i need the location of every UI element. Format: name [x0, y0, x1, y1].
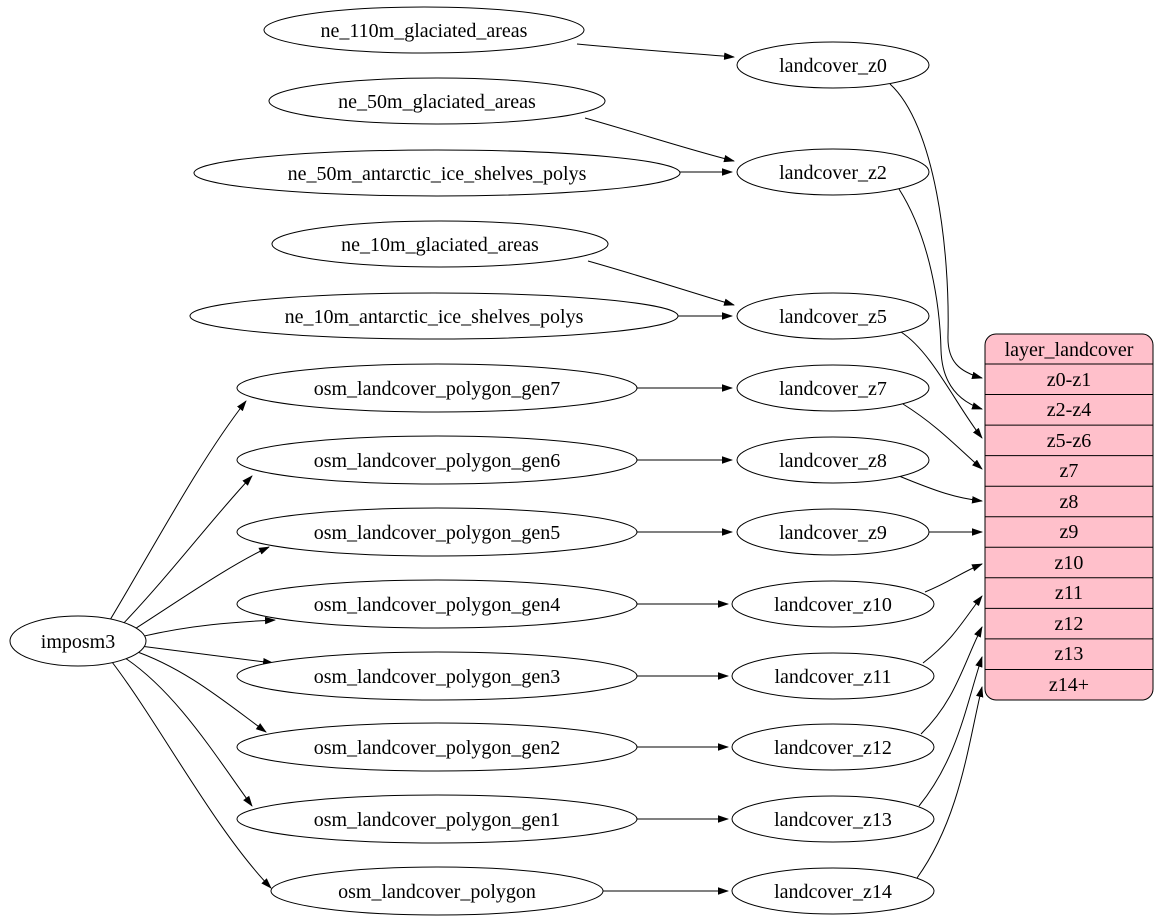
edge-z11-row: [922, 595, 983, 664]
node-ne-10m-antarctic-ice-shelves-polys-label: ne_10m_antarctic_ice_shelves_polys: [285, 306, 584, 328]
node-ne-110m-glaciated-areas-label: ne_110m_glaciated_areas: [321, 20, 528, 42]
record-row-z11: z11: [1055, 582, 1083, 604]
node-osm-landcover-polygon-gen5-label: osm_landcover_polygon_gen5: [314, 522, 561, 544]
node-landcover-z5-label: landcover_z5: [779, 306, 887, 328]
node-landcover-z11-label: landcover_z11: [775, 666, 892, 688]
edge-z10-row: [924, 563, 983, 593]
node-landcover-z0: landcover_z0: [736, 41, 930, 89]
node-osm-landcover-polygon-gen6-label: osm_landcover_polygon_gen6: [314, 450, 561, 472]
node-landcover-z0-label: landcover_z0: [779, 55, 887, 77]
node-osm-landcover-polygon-gen6: osm_landcover_polygon_gen6: [236, 435, 638, 485]
node-osm-landcover-polygon-gen5: osm_landcover_polygon_gen5: [236, 507, 638, 557]
node-ne-50m-glaciated-areas: ne_50m_glaciated_areas: [268, 77, 606, 125]
node-landcover-z14-label: landcover_z14: [774, 881, 892, 903]
record-row-z8: z8: [1060, 491, 1079, 513]
record-row-z7: z7: [1060, 460, 1079, 482]
edge-z2-row: [898, 188, 983, 410]
edge-imposm3-gen1: [121, 655, 253, 807]
node-landcover-z10-label: landcover_z10: [774, 594, 892, 616]
node-landcover-z12: landcover_z12: [731, 723, 935, 771]
edge-z0-row: [889, 83, 983, 379]
node-landcover-z10: landcover_z10: [731, 580, 935, 628]
record-row-z5-z6: z5-z6: [1047, 430, 1091, 452]
node-osm-landcover-polygon-gen3-label: osm_landcover_polygon_gen3: [314, 666, 561, 688]
node-osm-landcover-polygon-gen7: osm_landcover_polygon_gen7: [236, 363, 638, 413]
node-landcover-z13-label: landcover_z13: [774, 809, 892, 831]
edge-z13-row: [918, 656, 983, 807]
record-row-z12: z12: [1055, 613, 1084, 635]
node-landcover-z8-label: landcover_z8: [779, 450, 887, 472]
node-ne-10m-glaciated-areas-label: ne_10m_glaciated_areas: [341, 234, 539, 256]
node-landcover-z7-label: landcover_z7: [779, 378, 887, 400]
node-ne-110m-glaciated-areas: ne_110m_glaciated_areas: [263, 6, 585, 54]
node-osm-landcover-polygon-gen4: osm_landcover_polygon_gen4: [236, 579, 638, 629]
node-landcover-z13: landcover_z13: [731, 795, 935, 843]
record-row-z9: z9: [1060, 521, 1079, 543]
node-landcover-z7: landcover_z7: [736, 364, 930, 412]
edge-z8-row: [898, 475, 983, 504]
record-row-z14plus: z14+: [1049, 674, 1089, 696]
node-osm-landcover-polygon-gen2-label: osm_landcover_polygon_gen2: [314, 737, 561, 759]
node-landcover-z2: landcover_z2: [736, 148, 930, 196]
edge-imposm3-gen2: [131, 649, 267, 733]
node-ne-10m-glaciated-areas: ne_10m_glaciated_areas: [271, 220, 609, 268]
node-ne-50m-glaciated-areas-label: ne_50m_glaciated_areas: [338, 91, 536, 113]
node-osm-landcover-polygon-gen1-label: osm_landcover_polygon_gen1: [314, 809, 561, 831]
node-osm-landcover-polygon-gen2: osm_landcover_polygon_gen2: [236, 722, 638, 772]
node-landcover-z2-label: landcover_z2: [779, 162, 887, 184]
edge-ne10m-glaciated-z5: [587, 260, 735, 306]
node-ne-50m-antarctic-ice-shelves-polys-label: ne_50m_antarctic_ice_shelves_polys: [288, 163, 587, 185]
node-ne-10m-antarctic-ice-shelves-polys: ne_10m_antarctic_ice_shelves_polys: [189, 292, 679, 340]
node-landcover-z12-label: landcover_z12: [774, 737, 892, 759]
node-imposm3: imposm3: [9, 615, 147, 667]
node-landcover-z9: landcover_z9: [736, 508, 930, 556]
node-ne-50m-antarctic-ice-shelves-polys: ne_50m_antarctic_ice_shelves_polys: [193, 149, 681, 197]
edge-z5-row: [900, 331, 983, 439]
record-row-z13: z13: [1055, 643, 1084, 665]
edge-imposm3-gen3: [139, 645, 274, 666]
node-osm-landcover-polygon: osm_landcover_polygon: [270, 866, 604, 916]
node-layer-landcover: layer_landcover z0-z1 z2-z4 z5-z6 z7 z8 …: [984, 333, 1154, 701]
node-osm-landcover-polygon-label: osm_landcover_polygon: [338, 881, 536, 903]
node-osm-landcover-polygon-gen7-label: osm_landcover_polygon_gen7: [314, 378, 561, 400]
record-row-z0-z1: z0-z1: [1047, 369, 1091, 391]
record-row-z2-z4: z2-z4: [1047, 399, 1091, 421]
node-osm-landcover-polygon-gen1: osm_landcover_polygon_gen1: [236, 794, 638, 844]
node-landcover-z9-label: landcover_z9: [779, 522, 887, 544]
edge-z7-row: [902, 403, 983, 470]
edge-imposm3-gen4: [139, 616, 276, 638]
edge-imposm3-gen7: [109, 400, 247, 621]
edge-imposm3-gen6: [119, 475, 253, 628]
edge-imposm3-polygon: [111, 661, 272, 889]
edge-ne50m-glaciated-z2: [584, 117, 735, 163]
node-landcover-z14: landcover_z14: [731, 867, 935, 915]
node-landcover-z5: landcover_z5: [736, 292, 930, 340]
edges: [109, 43, 984, 895]
record-row-z10: z10: [1055, 552, 1084, 574]
layer-landcover-title: layer_landcover: [1005, 339, 1134, 361]
edge-z12-row: [920, 626, 983, 735]
node-osm-landcover-polygon-gen3: osm_landcover_polygon_gen3: [236, 651, 638, 701]
edge-z14-row: [916, 686, 984, 879]
edge-ne110m-glaciated-z0: [576, 43, 735, 60]
edge-imposm3-gen5: [129, 546, 270, 633]
node-landcover-z8: landcover_z8: [736, 436, 930, 484]
node-landcover-z11: landcover_z11: [731, 652, 935, 700]
node-osm-landcover-polygon-gen4-label: osm_landcover_polygon_gen4: [314, 594, 561, 616]
node-imposm3-label: imposm3: [41, 631, 115, 653]
